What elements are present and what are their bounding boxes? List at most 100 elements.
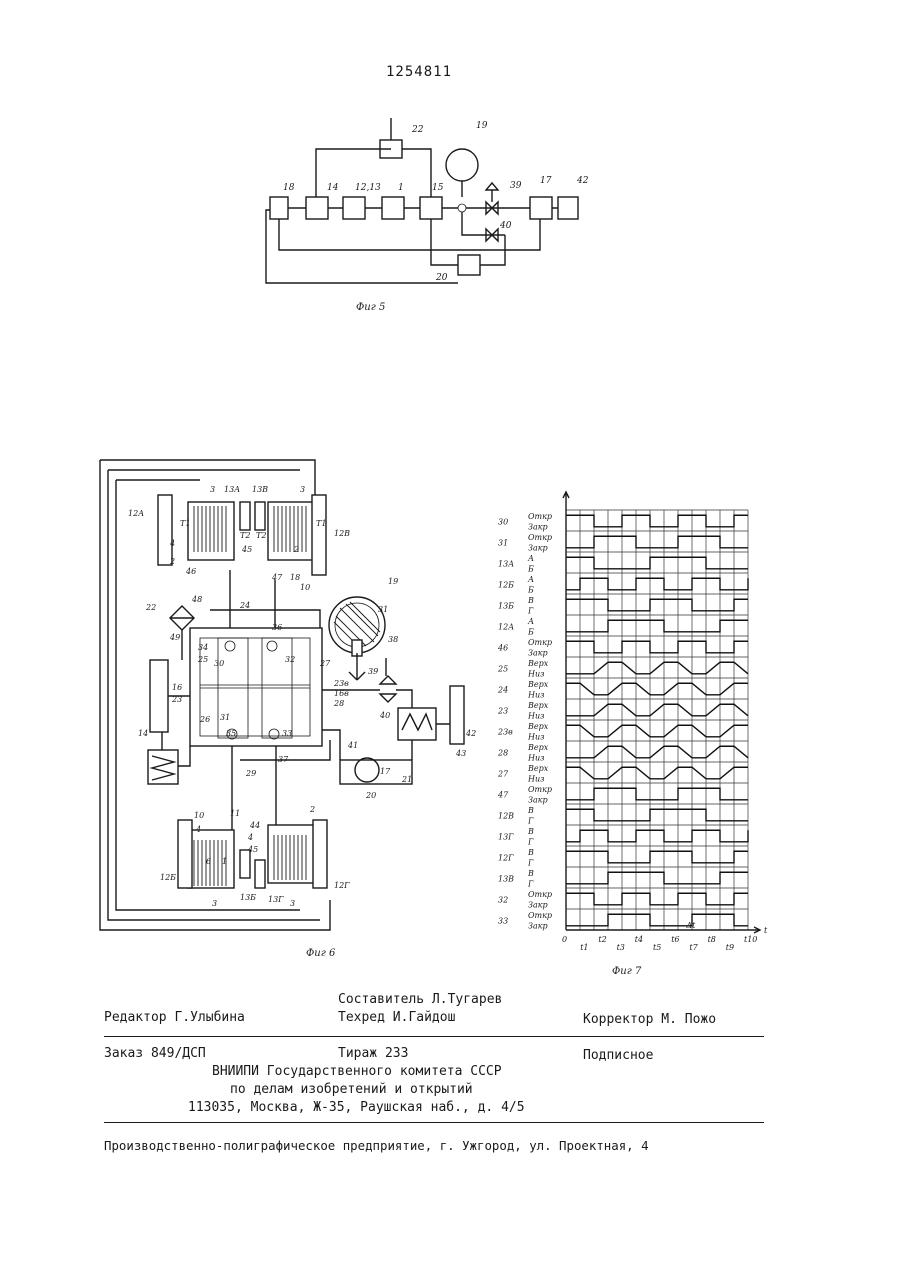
fig7-signal-27 [566, 767, 748, 779]
svg-text:32: 32 [285, 655, 295, 664]
fig7-state-hi: Откр [528, 638, 552, 647]
fig7-row-num: 47 [497, 791, 509, 800]
imprint-org-line2: по делам изобретений и открытий [230, 1082, 473, 1097]
fig7-state-hi: В [527, 848, 534, 857]
svg-text:25: 25 [197, 655, 208, 664]
fig7-row-num: 28 [497, 749, 508, 758]
fig7-state-lo: Г [527, 858, 534, 867]
fig7-signals [566, 515, 748, 926]
fig7-row-num: 13Б [498, 602, 514, 611]
imprint-corrector: Корректор М. Пожо [583, 1012, 716, 1027]
svg-text:10: 10 [300, 583, 310, 592]
svg-text:29: 29 [245, 769, 256, 778]
svg-text:35: 35 [226, 729, 236, 738]
imprint-editor: Редактор Г.Улыбина [104, 1010, 245, 1025]
fig7-row-num: 27 [497, 770, 509, 779]
fig5-block-1 [382, 197, 404, 219]
fig7-time-label: 0 [562, 935, 567, 944]
fig7-state-lo: Низ [527, 711, 545, 720]
fig7-time-label: t6 [671, 935, 679, 944]
svg-text:13А: 13А [224, 485, 240, 494]
svg-text:16в: 16в [334, 689, 349, 698]
svg-text:31: 31 [220, 713, 230, 722]
fig7-row-num: 30 [498, 518, 508, 527]
svg-text:12,13: 12,13 [355, 183, 381, 193]
svg-text:11: 11 [230, 809, 240, 818]
svg-text:Т2: Т2 [240, 531, 250, 540]
svg-text:31: 31 [378, 605, 388, 614]
svg-text:3: 3 [210, 485, 215, 494]
fig7-signal-13Г [566, 830, 748, 842]
fig7-state-lo: Низ [527, 690, 545, 699]
imprint-org-address: 113035, Москва, Ж-35, Раушская наб., д. … [188, 1100, 525, 1115]
fig7-state-lo: Закр [528, 921, 548, 930]
fig6-heat-exchanger-18 [148, 750, 178, 784]
fig6-accumulator-12g [268, 825, 314, 883]
fig7-time-label: t10 [744, 935, 757, 944]
svg-text:45: 45 [247, 845, 258, 854]
fig7-time-label: t8 [708, 935, 716, 944]
svg-text:13Г: 13Г [268, 895, 284, 904]
svg-text:2: 2 [169, 557, 175, 566]
fig7-signal-24 [566, 683, 748, 695]
fig6-valves-39-40 [380, 676, 396, 702]
fig7-row-num: 24 [497, 686, 508, 695]
imprint-org-line1: ВНИИПИ Государственного комитета СССР [212, 1064, 502, 1079]
fig7-state-lo: Низ [527, 669, 545, 678]
fig7-time-label: t1 [580, 943, 588, 952]
fig7-row-num: 25 [497, 665, 508, 674]
svg-text:18: 18 [283, 183, 295, 193]
fig7-row-num: 13В [498, 875, 514, 884]
fig6-schematic: 3 13А 13В 3 12А 12В 4 2 46 45 47 2 10 18… [0, 440, 490, 960]
fig5-block-14 [306, 197, 328, 219]
fig7-row-labels: 303113А12Б13Б12А4625242323в28274712В13Г1… [497, 518, 514, 926]
svg-text:4: 4 [195, 825, 201, 834]
fig7-state-labels: ОткрЗакрОткрЗакрАБАБВГАБОткрЗакрВерхНизВ… [527, 512, 552, 931]
svg-text:14: 14 [138, 729, 148, 738]
svg-text:45: 45 [241, 545, 252, 554]
fig7-state-lo: Низ [527, 732, 545, 741]
fig7-state-hi: А [527, 554, 534, 563]
svg-text:28: 28 [333, 699, 344, 708]
fig7-time-label: t4 [635, 935, 643, 944]
fig7-signal-12В [566, 809, 748, 821]
svg-text:6: 6 [206, 857, 211, 866]
fig5-block-12-13 [343, 197, 365, 219]
fig7-time-label: t7 [689, 943, 698, 952]
svg-text:12В: 12В [334, 529, 350, 538]
fig7-signal-31 [566, 536, 748, 548]
fig7-state-hi: В [527, 806, 534, 815]
svg-text:3: 3 [300, 485, 305, 494]
fig7-row-num: 13А [498, 560, 514, 569]
svg-text:40: 40 [379, 711, 390, 720]
fig7-signal-13А [566, 557, 748, 569]
fig7-state-hi: Откр [528, 890, 552, 899]
fig7-state-lo: Закр [528, 522, 548, 531]
fig5-element-19 [446, 149, 478, 181]
svg-text:23в: 23в [333, 679, 349, 688]
svg-text:10: 10 [194, 811, 204, 820]
fig7-signal-12Г [566, 851, 748, 863]
svg-text:27: 27 [319, 659, 331, 668]
fig7-signal-12А [566, 620, 748, 632]
svg-text:16: 16 [172, 683, 182, 692]
svg-text:19: 19 [476, 121, 488, 131]
fig7-signal-23 [566, 704, 748, 716]
svg-text:40: 40 [499, 221, 512, 231]
fig7-state-lo: Б [527, 627, 534, 636]
svg-text:19: 19 [388, 577, 398, 586]
fig7-signal-12Б [566, 578, 748, 590]
fig7-signal-13В [566, 872, 748, 884]
svg-text:46: 46 [185, 567, 196, 576]
svg-text:26: 26 [199, 715, 210, 724]
fig5-block-15 [420, 197, 442, 219]
fig6-caption: Фиг 6 [306, 948, 336, 959]
fig7-row-num: 33 [498, 917, 508, 926]
svg-text:2: 2 [293, 545, 299, 554]
fig7-state-hi: Откр [528, 785, 552, 794]
fig7-signal-28 [566, 746, 748, 758]
svg-text:38: 38 [388, 635, 398, 644]
fig7-state-hi: А [527, 575, 534, 584]
fig7-signal-32 [566, 893, 748, 905]
fig7-state-lo: Г [527, 837, 534, 846]
